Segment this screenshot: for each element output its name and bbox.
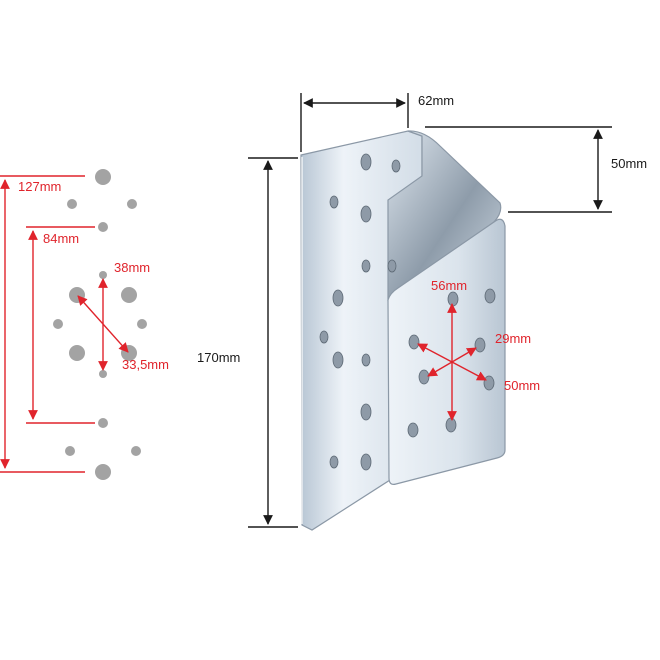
hole — [474, 337, 486, 353]
dim-front-a-label: 56mm — [431, 278, 467, 293]
dim-outer-lines — [0, 175, 85, 473]
hole — [69, 345, 85, 361]
hole — [360, 153, 372, 171]
dim-diagonal-line — [77, 295, 129, 353]
hole — [360, 453, 372, 471]
dim-spacing-label: 38mm — [114, 260, 150, 275]
hole — [98, 418, 108, 428]
dim-height-label: 170mm — [197, 350, 240, 365]
dim-depth-label: 50mm — [611, 156, 647, 171]
bracket-dims — [248, 93, 612, 528]
hole — [329, 195, 339, 209]
hole — [418, 369, 430, 385]
hole — [329, 455, 339, 469]
hole — [483, 375, 495, 391]
hole — [332, 289, 344, 307]
hole-pattern-group: 127mm 84mm 38mm 33,5mm — [0, 169, 169, 480]
hole — [361, 353, 371, 367]
hole — [65, 446, 75, 456]
hole — [127, 199, 137, 209]
hole — [387, 259, 397, 273]
hole — [447, 291, 459, 307]
angle-bracket: 56mm 29mm 50mm — [300, 130, 540, 531]
hole — [121, 287, 137, 303]
hole-pattern-holes — [53, 169, 147, 480]
hole — [360, 403, 372, 421]
hole — [95, 464, 111, 480]
back-plate-holes — [319, 153, 401, 471]
hole — [361, 259, 371, 273]
hole — [99, 370, 107, 378]
hole — [332, 351, 344, 369]
hole — [99, 271, 107, 279]
hole — [445, 417, 457, 433]
hole — [391, 159, 401, 173]
dim-front-c-label: 50mm — [504, 378, 540, 393]
dim-diagonal-label: 33,5mm — [122, 357, 169, 372]
dim-inner-lines — [26, 226, 95, 424]
hole — [137, 319, 147, 329]
hole — [53, 319, 63, 329]
dim-width-label: 62mm — [418, 93, 454, 108]
hole — [408, 334, 420, 350]
hole — [407, 422, 419, 438]
hole — [98, 222, 108, 232]
dim-outer-label: 127mm — [18, 179, 61, 194]
dim-front-b-label: 29mm — [495, 331, 531, 346]
hole — [360, 205, 372, 223]
front-dim-arrows — [417, 303, 487, 421]
hole — [319, 330, 329, 344]
hole — [67, 199, 77, 209]
hole — [95, 169, 111, 185]
hole — [131, 446, 141, 456]
dim-inner-label: 84mm — [43, 231, 79, 246]
hole — [484, 288, 496, 304]
